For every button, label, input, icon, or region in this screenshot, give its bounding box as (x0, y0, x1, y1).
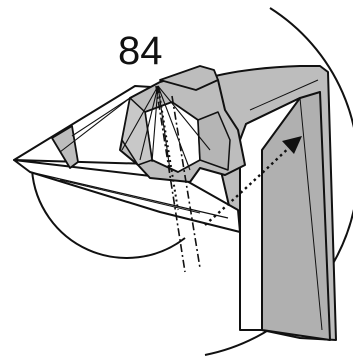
step-number: 84 (118, 29, 163, 73)
